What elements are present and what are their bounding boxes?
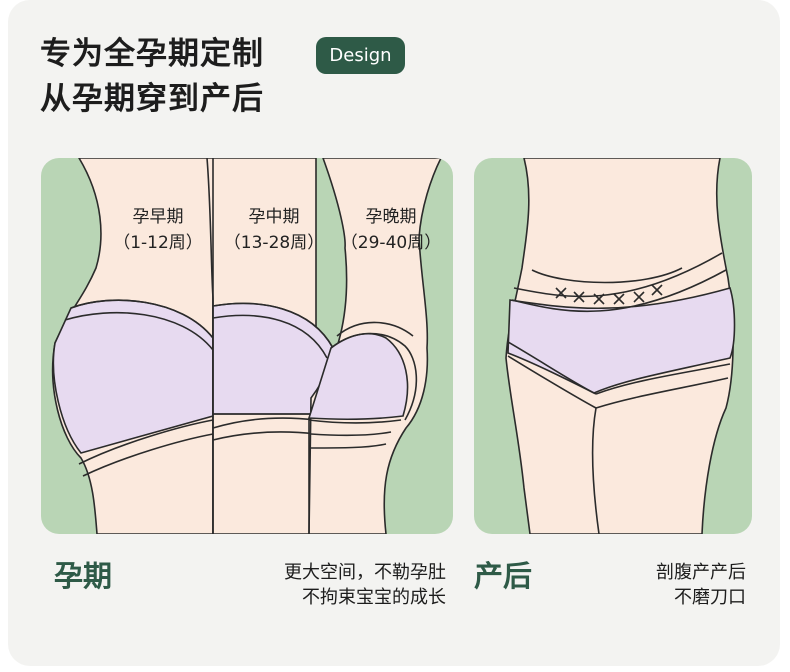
pregnancy-description: 更大空间，不勒孕肚 不拘束宝宝的成长 <box>230 560 446 610</box>
postpartum-illustration <box>474 158 752 534</box>
body-mid-stage <box>206 158 337 534</box>
headline-line-2: 从孕期穿到产后 <box>40 81 264 117</box>
description-line: 剖腹产产后 <box>656 562 746 583</box>
stage-label-late: 孕晚期 （29-40周） <box>336 204 446 256</box>
description-line: 不磨刀口 <box>674 587 746 608</box>
stage-label-mid: 孕中期 （13-28周） <box>219 204 329 256</box>
pregnancy-illustration-panel: 孕早期 （1-12周） 孕中期 （13-28周） 孕晚期 （29-40周） <box>41 158 453 534</box>
pregnancy-illustration <box>41 158 453 534</box>
design-badge: Design <box>316 37 405 74</box>
stage-range: （29-40周） <box>340 233 442 253</box>
body-late-stage <box>307 158 442 534</box>
incision-stitches <box>555 284 663 305</box>
stage-label-early: 孕早期 （1-12周） <box>103 204 213 256</box>
description-line: 不拘束宝宝的成长 <box>302 587 446 608</box>
stage-range: （13-28周） <box>223 233 325 253</box>
stage-name: 孕中期 <box>248 207 300 227</box>
stage-range: （1-12周） <box>113 233 203 253</box>
stage-name: 孕晚期 <box>365 207 417 227</box>
headline-line-1: 专为全孕期定制 <box>40 36 264 72</box>
body-early-stage <box>51 158 214 534</box>
stage-name: 孕早期 <box>132 207 184 227</box>
section-title-pregnancy: 孕期 <box>54 559 113 593</box>
postpartum-description: 剖腹产产后 不磨刀口 <box>600 560 746 610</box>
section-title-postpartum: 产后 <box>474 559 533 593</box>
headline: 专为全孕期定制 从孕期穿到产后 <box>40 32 264 122</box>
description-line: 更大空间，不勒孕肚 <box>284 562 446 583</box>
postpartum-illustration-panel <box>474 158 752 534</box>
